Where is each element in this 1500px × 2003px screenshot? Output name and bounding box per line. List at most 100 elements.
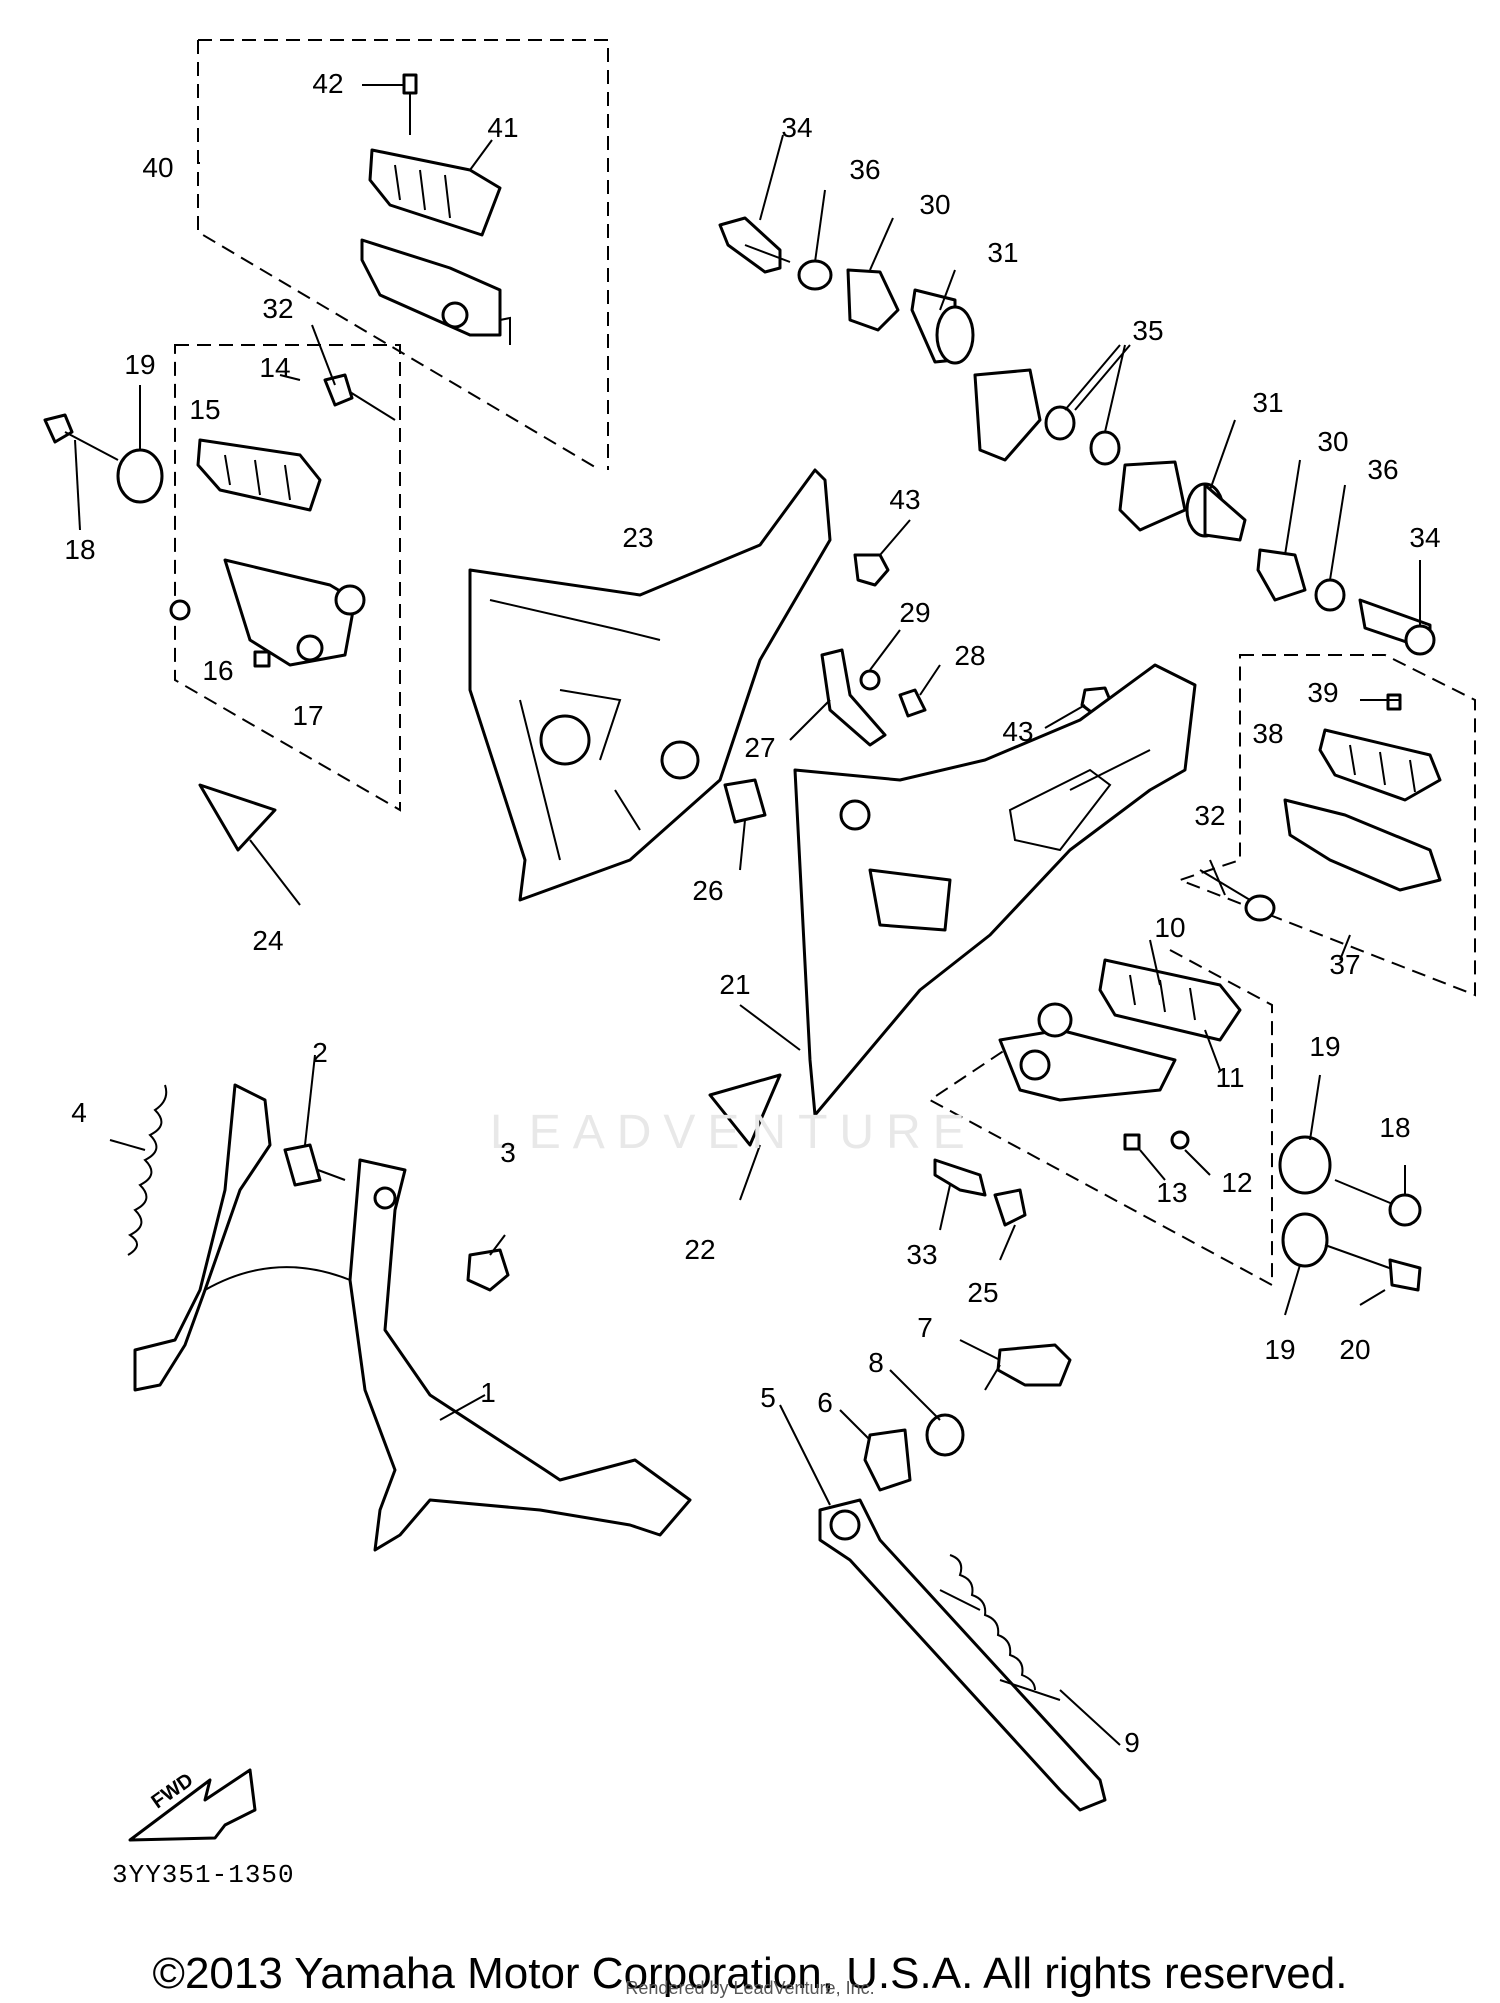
washer-19-right-lower <box>1281 1212 1329 1268</box>
callout-30-lower: 30 <box>1317 426 1349 457</box>
callout-11: 11 <box>1215 1062 1245 1093</box>
callout-15: 15 <box>189 394 221 425</box>
callout-9: 9 <box>1124 1727 1140 1758</box>
callout-34-upper: 34 <box>781 112 813 143</box>
plate-27 <box>820 648 887 747</box>
callout-20: 20 <box>1339 1334 1371 1365</box>
spring-17 <box>253 650 271 668</box>
callout-31-upper: 31 <box>987 237 1019 268</box>
callout-19-right-upper: 19 <box>1309 1031 1341 1062</box>
callout-12: 12 <box>1221 1167 1253 1198</box>
callout-27: 27 <box>744 732 776 763</box>
washer-19-right-upper <box>1278 1135 1332 1195</box>
footrest-12 <box>998 1002 1177 1102</box>
washer-36-lower <box>1314 578 1346 612</box>
nut-16 <box>169 599 191 621</box>
collar-31-lower <box>1185 482 1247 542</box>
group-box-10 <box>928 949 1273 1287</box>
callout-4: 4 <box>71 1097 87 1128</box>
callout-26: 26 <box>692 875 724 906</box>
callout-35: 35 <box>1132 315 1164 346</box>
callout-43-upper: 43 <box>889 484 921 515</box>
bracket-6 <box>863 1428 912 1492</box>
bolt-39 <box>1386 693 1402 711</box>
group-box-14 <box>174 344 401 812</box>
callout-43-lower: 43 <box>1002 716 1034 747</box>
bolt-7 <box>984 1343 1072 1391</box>
callout-19-left: 19 <box>124 349 156 380</box>
callout-2: 2 <box>312 1037 328 1068</box>
callout-31-lower: 31 <box>1252 387 1284 418</box>
callout-34-lower: 34 <box>1409 522 1441 553</box>
bolt-20 <box>1324 1244 1422 1292</box>
bracket-35-lower <box>1118 460 1187 532</box>
callout-8: 8 <box>868 1347 884 1378</box>
callout-3: 3 <box>500 1137 516 1168</box>
washer-36-upper <box>797 259 833 291</box>
leader-lines <box>74 84 1421 1746</box>
callout-1: 1 <box>480 1377 496 1408</box>
drawing-code: 3YY351-1350 <box>112 1860 295 1890</box>
callout-7: 7 <box>917 1312 933 1343</box>
group-box-40 <box>197 39 609 471</box>
footrest-peg-37 <box>1283 798 1442 892</box>
callout-29: 29 <box>899 597 931 628</box>
rendered-by-notice: Rendered by LeadVenture, Inc. <box>625 1978 875 1998</box>
callout-18-right: 18 <box>1379 1112 1411 1143</box>
group-box-37 <box>1177 654 1476 997</box>
watermark: LEADVENTURE <box>490 1106 977 1159</box>
footrest-rubber-41 <box>368 148 502 237</box>
bushing-30-upper <box>846 268 900 332</box>
copyright-notice: ©2013 Yamaha Motor Corporation, U.S.A. A… <box>152 1949 1348 1998</box>
callout-19-right-lower: 19 <box>1264 1334 1296 1365</box>
bracket-35-upper <box>973 368 1042 462</box>
bolt-32-left <box>323 373 396 421</box>
callout-32-right: 32 <box>1194 800 1226 831</box>
callout-32-left: 32 <box>262 293 294 324</box>
callout-36-upper: 36 <box>849 154 881 185</box>
bushing-30-lower <box>1256 548 1307 602</box>
callout-33: 33 <box>906 1239 938 1270</box>
washer-8 <box>925 1413 965 1457</box>
callout-25: 25 <box>967 1277 999 1308</box>
callout-18-left: 18 <box>64 534 96 565</box>
collar-31-upper <box>910 288 975 365</box>
bolt-18-left <box>43 413 119 461</box>
footrest-rubber-11 <box>1098 958 1242 1042</box>
bolt-32-right <box>1199 869 1276 922</box>
spring-4 <box>127 1084 168 1256</box>
bolt-34-upper <box>718 216 791 274</box>
callout-6: 6 <box>817 1387 833 1418</box>
fwd-arrow-icon <box>128 1768 257 1842</box>
callout-37: 37 <box>1329 949 1361 980</box>
footrest-bracket-21 <box>793 663 1197 1117</box>
callout-28: 28 <box>954 640 986 671</box>
callout-16: 16 <box>202 655 234 686</box>
washer-19-left <box>116 448 164 504</box>
bracket-plate-22 <box>708 1073 782 1147</box>
callout-36-lower: 36 <box>1367 454 1399 485</box>
callout-38: 38 <box>1252 718 1284 749</box>
callout-17: 17 <box>292 700 324 731</box>
callout-22: 22 <box>684 1234 716 1265</box>
footrest-rubber-15 <box>196 438 322 512</box>
callout-5: 5 <box>760 1382 776 1413</box>
spring-13 <box>1123 1130 1190 1151</box>
callout-23: 23 <box>622 522 654 553</box>
nut-3 <box>466 1248 510 1292</box>
callout-10: 10 <box>1154 912 1186 943</box>
cap-25 <box>993 1188 1027 1227</box>
callout-13: 13 <box>1156 1177 1188 1208</box>
spring-9 <box>949 1554 1036 1691</box>
bolt-34-lower <box>1358 598 1436 656</box>
callout-40: 40 <box>142 152 174 183</box>
bolt-33 <box>933 1158 987 1197</box>
callout-42: 42 <box>312 68 344 99</box>
side-stand-5 <box>818 1498 1107 1812</box>
footrest-rubber-38 <box>1318 728 1442 802</box>
center-stand-1 <box>133 1083 692 1552</box>
callout-30-upper: 30 <box>919 189 951 220</box>
screw-28 <box>898 688 927 718</box>
spacer-26 <box>723 778 767 824</box>
